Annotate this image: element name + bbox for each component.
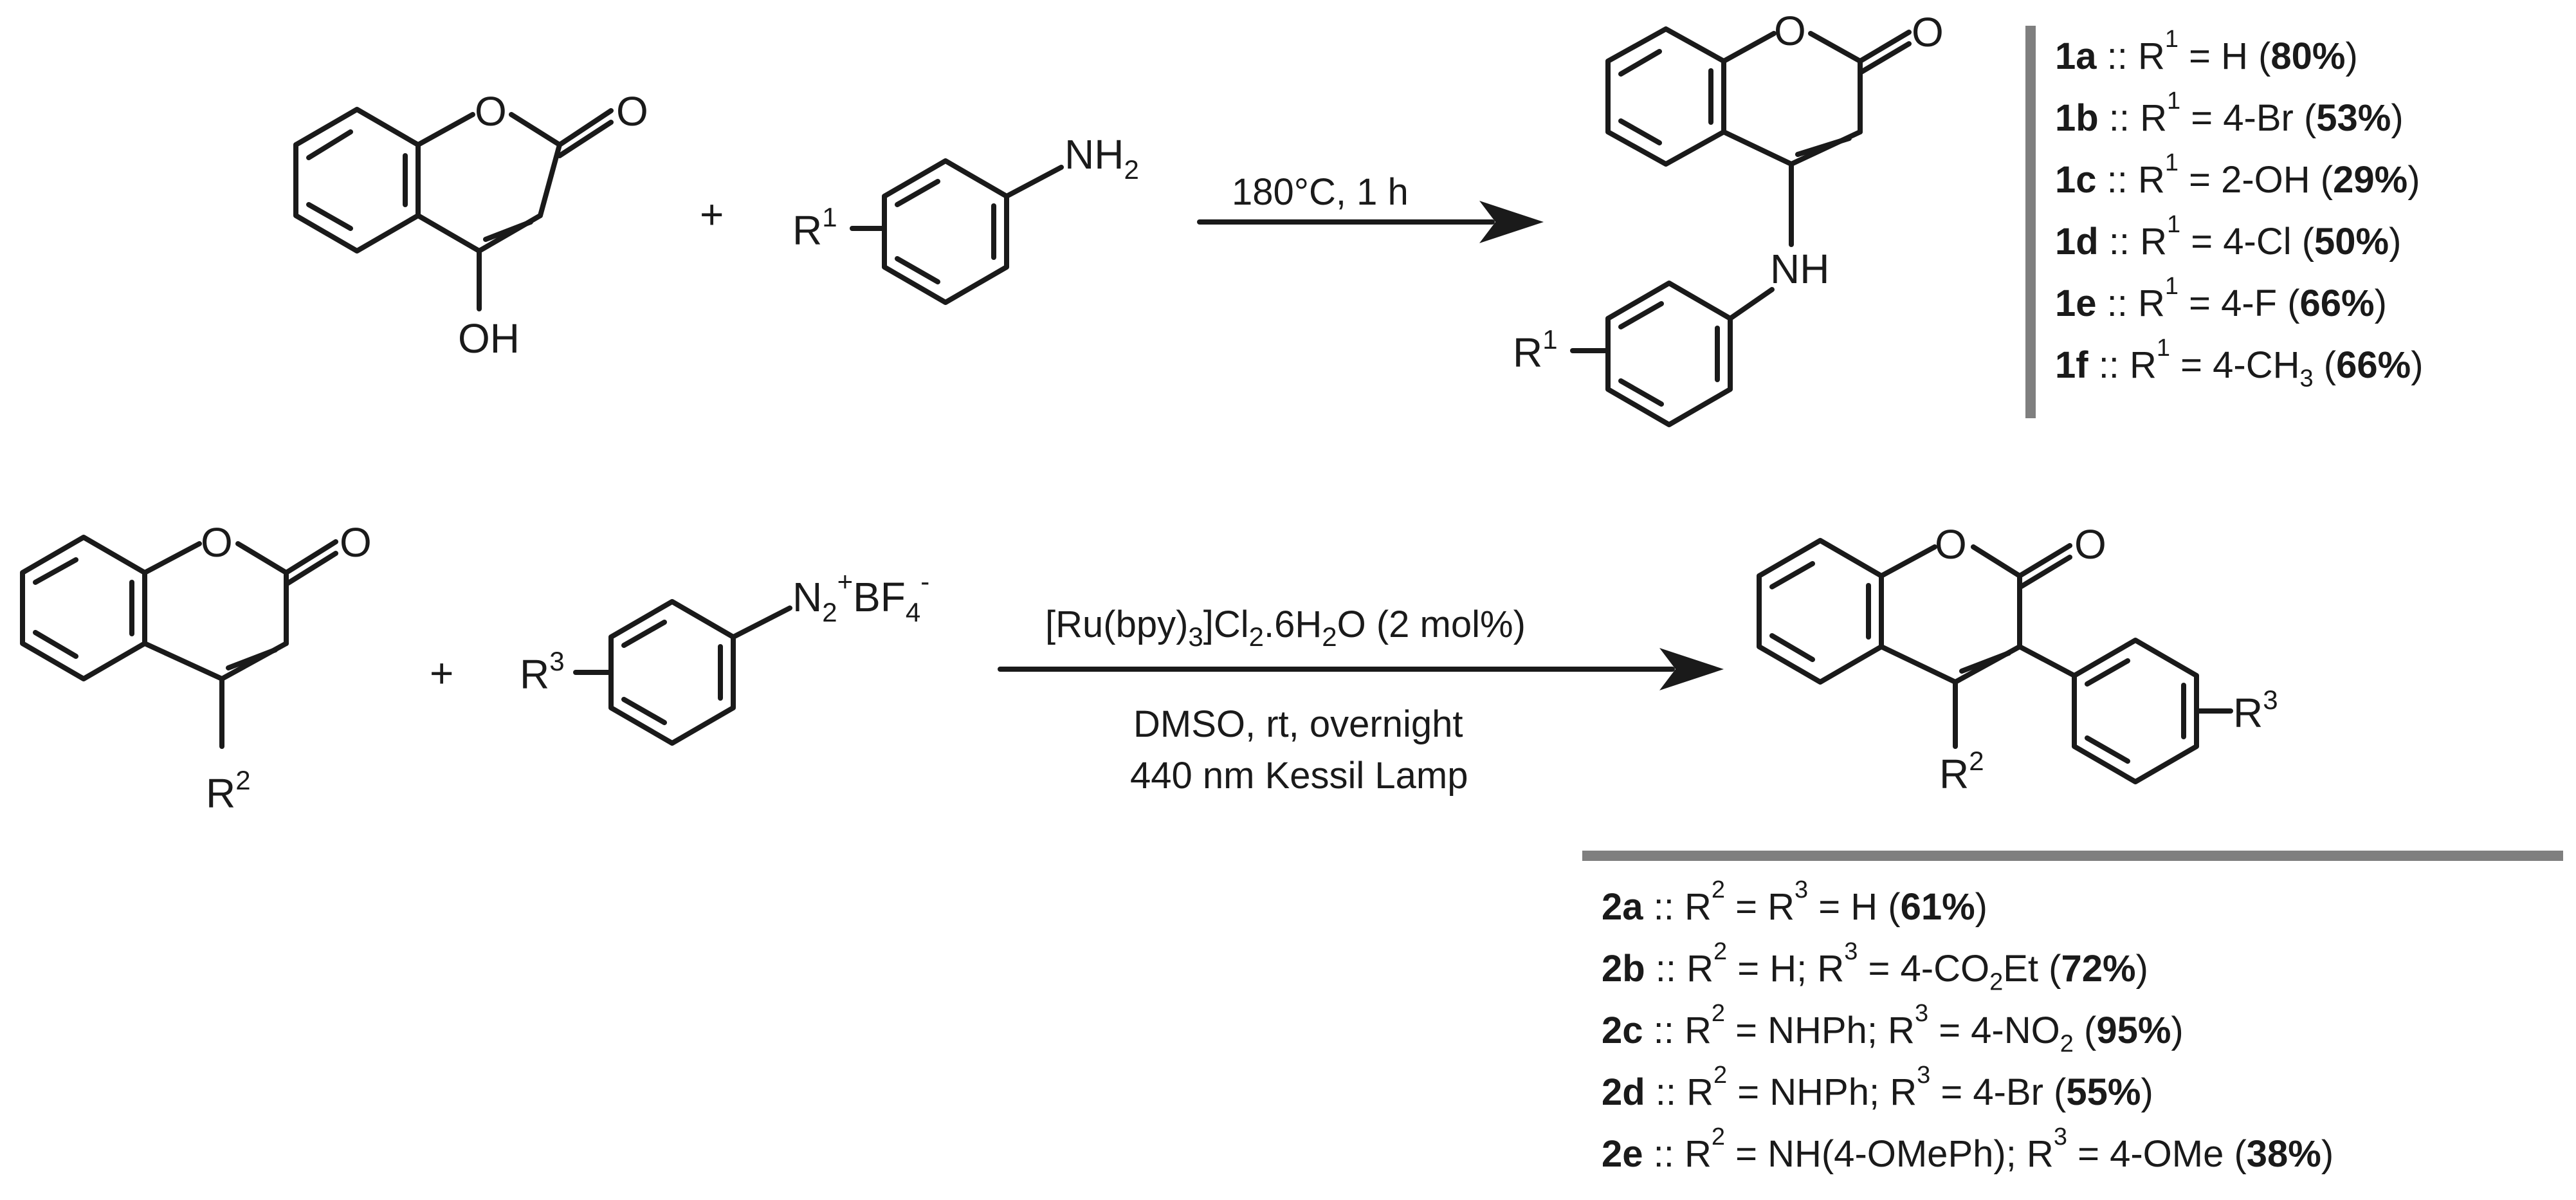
product1-r1-label: R1 [1513,324,1558,376]
aminocoumarin-product-structure: O O NH R1 [1513,8,1944,427]
result-row-2c: 2c :: R2 = NHPh; R3 = 4-NO2 (95%) [1602,999,2184,1058]
reaction2-conditions-line2: 440 nm Kessil Lamp [1130,755,1468,797]
results-list-1: 1a :: R1 = H (80%) 1b :: R1 = 4-Br (53%)… [2055,26,2424,396]
arylcoumarin-product-structure: O O R2 R3 [1757,521,2278,797]
coumarin-carbonyl-oxygen-label: O [340,519,372,566]
result-row-2d: 2d :: R2 = NHPh; R3 = 4-Br (55%) [1602,1061,2153,1113]
reaction-arrow-2 [998,648,1724,690]
hydroxyl-label: OH [458,315,520,362]
product1-carbonyl-oxygen-label: O [1912,9,1944,55]
coumarin-structure: O O R2 [20,519,372,817]
result-row-1d: 1d :: R1 = 4-Cl (50%) [2055,210,2402,263]
aniline-structure: NH2 R1 [792,131,1139,305]
result-row-1c: 1c :: R1 = 2-OH (29%) [2055,149,2420,201]
r1-substituent-label: R1 [792,202,837,254]
product2-carbonyl-oxygen-label: O [2074,521,2106,568]
plus-sign-1: + [700,191,724,237]
amine-label: NH2 [1064,131,1139,185]
reaction-arrow-1 [1197,201,1544,243]
reaction2-catalyst: [Ru(bpy)3]Cl2.6H2O (2 mol%) [1045,604,1526,652]
reaction1-conditions: 180°C, 1 h [1232,171,1409,213]
results-list-2: 2a :: R2 = R3 = H (61%) 2b :: R2 = H; R3… [1602,876,2334,1185]
result-row-2e: 2e :: R2 = NH(4-OMePh); R3 = 4-OMe (38%) [1602,1123,2334,1175]
diazonium-structure: N2+BF4- R3 [520,566,929,746]
hydroxycoumarin-structure: O O OH [293,88,648,362]
plus-sign-2: + [430,650,453,696]
product1-nh-label: NH [1770,246,1829,292]
diazonium-r3-label: R3 [520,646,565,697]
product2-r3-label: R3 [2233,685,2278,736]
coumarin-r2-label: R2 [206,765,251,817]
product2-ring-oxygen-label: O [1935,521,1967,568]
carbonyl-oxygen-label: O [616,88,648,134]
result-row-1a: 1a :: R1 = H (80%) [2055,25,2358,77]
coumarin-ring-oxygen-label: O [201,519,233,566]
result-row-2a: 2a :: R2 = R3 = H (61%) [1602,876,1987,928]
product1-ring-oxygen-label: O [1774,8,1806,54]
reaction2-conditions-line1: DMSO, rt, overnight [1133,703,1463,745]
result-row-1f: 1f :: R1 = 4-CH3 (66%) [2055,334,2424,392]
ring-oxygen-label: O [475,88,507,134]
result-row-2b: 2b :: R2 = H; R3 = 4-CO2Et (72%) [1602,937,2148,996]
product2-r2-label: R2 [1939,746,1984,797]
result-row-1e: 1e :: R1 = 4-F (66%) [2055,272,2387,324]
result-row-1b: 1b :: R1 = 4-Br (53%) [2055,87,2404,139]
diazonium-label: N2+BF4- [792,566,929,627]
